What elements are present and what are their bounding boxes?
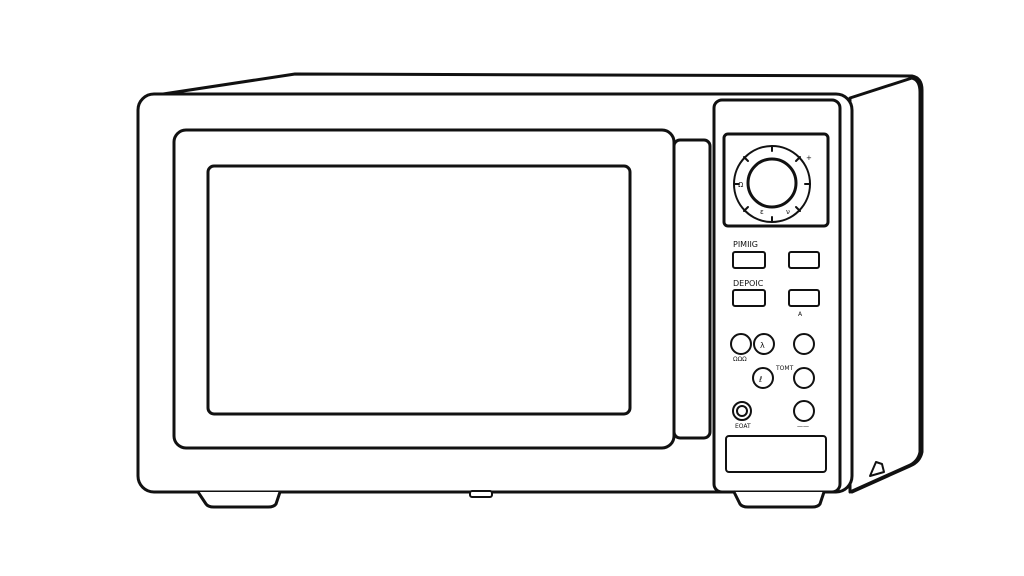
dial-mark-bottom-left: ε (760, 208, 764, 216)
display-panel (725, 435, 827, 473)
round-button-6[interactable] (793, 400, 815, 422)
button-row2-right[interactable] (788, 289, 820, 307)
round-button-2-glyph: λ (760, 341, 765, 350)
label-start: EOAT (735, 423, 751, 430)
side-latch (869, 461, 885, 477)
button-row2-left[interactable] (732, 289, 766, 307)
dial-mark-left: Ω (738, 181, 744, 189)
button-row1-right[interactable] (788, 251, 820, 269)
round-button-4-glyph: ℓ (758, 375, 762, 384)
label-row2-right: A (798, 311, 803, 318)
door-window (206, 164, 632, 416)
dial-mark-bottom-right: ν (786, 208, 790, 216)
label-row1: PIMIIG (733, 240, 758, 249)
round-button-4[interactable] (752, 367, 774, 389)
round-button-3[interactable] (793, 333, 815, 355)
foot-right (732, 490, 826, 509)
round-button-2[interactable] (753, 333, 775, 355)
label-row2: DEPOIC (733, 279, 764, 288)
round-button-1[interactable] (730, 333, 752, 355)
foot-center-nub (469, 490, 493, 498)
button-row1-left[interactable] (732, 251, 766, 269)
door-handle[interactable] (672, 138, 712, 440)
label-start-right: —— (797, 423, 809, 430)
timer-dial-knob[interactable] (746, 157, 798, 209)
cabinet-right-side (848, 76, 922, 494)
dial-ticks (733, 145, 811, 223)
foot-left (196, 490, 282, 509)
label-buttons-mid: TOMT (775, 365, 794, 372)
label-buttons-left: ΩΩΩ (733, 356, 747, 363)
dial-plus-mark: + (806, 154, 812, 162)
start-button-inner (736, 405, 748, 417)
round-button-5[interactable] (793, 367, 815, 389)
